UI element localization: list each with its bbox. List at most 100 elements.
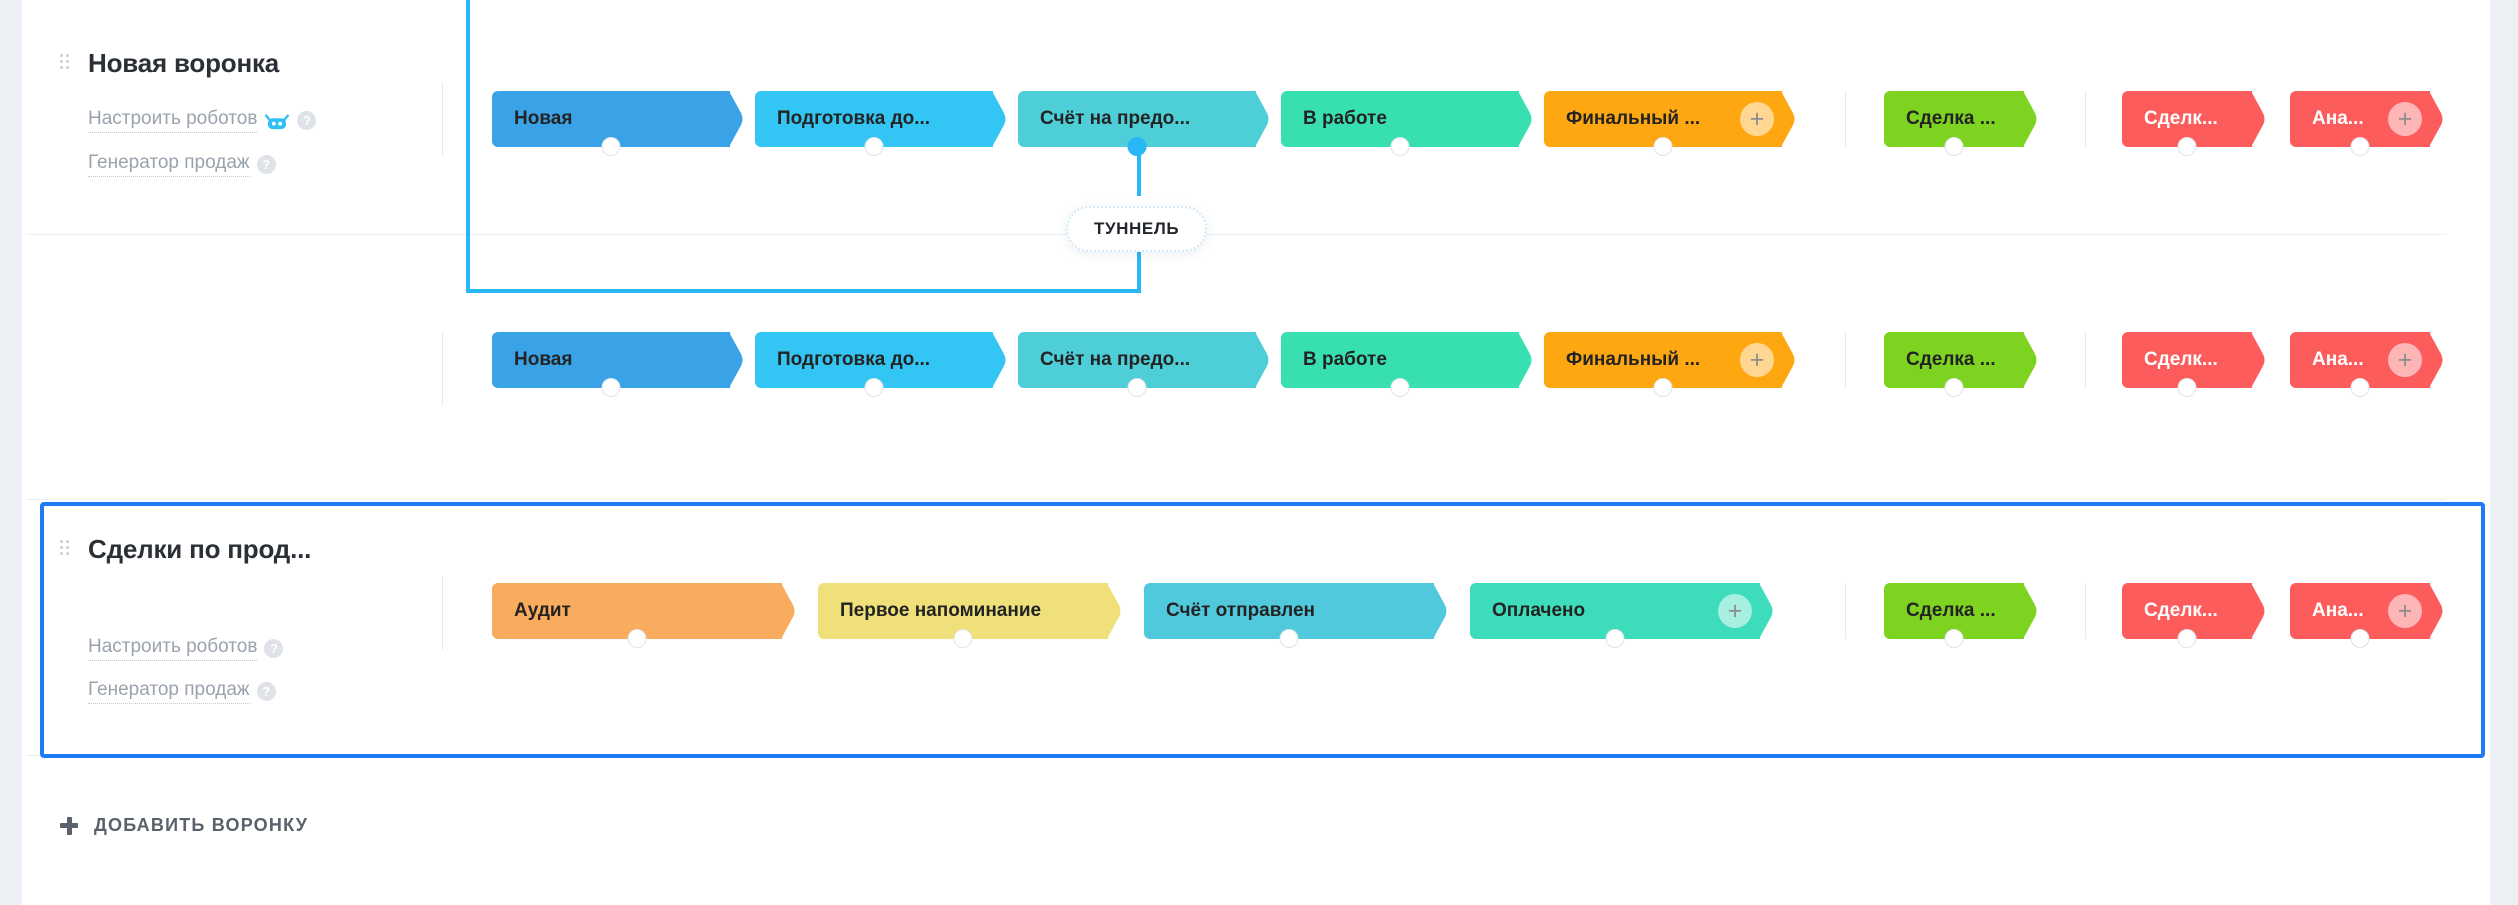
pipeline-stage-chip[interactable]: В работе — [1281, 91, 1532, 156]
chip-arrow-icon — [2023, 332, 2041, 388]
stage-label: В работе — [1303, 108, 1387, 129]
stage-connector-nub[interactable] — [1605, 629, 1625, 648]
drag-handle-icon[interactable] — [60, 540, 72, 556]
stage-connector-nub[interactable] — [1390, 137, 1410, 156]
chip-arrow-icon — [2429, 91, 2447, 147]
stage-connector-nub[interactable] — [627, 629, 647, 648]
pipeline-stage-chip[interactable]: Подготовка до... — [755, 332, 1006, 397]
help-icon[interactable]: ? — [264, 639, 284, 658]
stage-connector-nub[interactable] — [864, 137, 884, 156]
stage-connector-nub[interactable] — [1653, 378, 1673, 397]
pipeline-stage-chip[interactable]: Сделк... — [2122, 91, 2265, 156]
pipeline-stage-chip[interactable]: Первое напоминание — [818, 583, 1121, 648]
stage-connector-nub[interactable] — [2177, 378, 2197, 397]
stage-label: Счёт отправлен — [1166, 600, 1316, 621]
help-icon[interactable]: ? — [297, 111, 317, 130]
stage-connector-nub[interactable] — [1390, 378, 1410, 397]
stage-connector-nub[interactable] — [601, 378, 621, 397]
configure-robots-label: Настроить роботов — [88, 108, 258, 133]
pipeline-row[interactable]: Сделки по прод...Настроить роботов?Генер… — [0, 236, 2468, 704]
pipeline-stage-chip[interactable]: Новая — [492, 91, 743, 156]
sales-generator-link[interactable]: Генератор продаж? — [88, 679, 276, 704]
configure-robots-link[interactable]: Настроить роботов? — [88, 636, 284, 661]
chip-arrow-icon — [1107, 583, 1125, 639]
stage-connector-nub[interactable] — [2177, 137, 2197, 156]
stage-connector-nub[interactable] — [1944, 137, 1964, 156]
add-stage-icon[interactable]: + — [1740, 343, 1774, 377]
stage-connector-nub[interactable] — [1279, 629, 1299, 648]
track-divider — [442, 82, 443, 156]
stage-label: Счёт на предо... — [1040, 108, 1191, 129]
stage-connector-nub[interactable] — [1944, 378, 1964, 397]
add-stage-icon[interactable]: + — [2388, 102, 2422, 136]
pipeline-stage-chip[interactable]: Счёт на предо... — [1018, 332, 1269, 397]
stage-connector-nub[interactable] — [2350, 137, 2370, 156]
chip-arrow-icon — [992, 91, 1010, 147]
drag-handle-icon[interactable] — [60, 54, 72, 70]
stage-label: Новая — [514, 349, 573, 370]
pipeline-stage-chip[interactable]: Оплачено + — [1470, 583, 1773, 648]
chip-arrow-icon — [2429, 583, 2447, 639]
add-pipeline-button[interactable]: ДОБАВИТЬ ВОРОНКУ — [60, 815, 308, 836]
pipeline-stage-chip[interactable]: В работе — [1281, 332, 1532, 397]
chip-arrow-icon — [1781, 332, 1799, 388]
pipeline-stage-chip[interactable]: Сделка ... — [1884, 332, 2037, 397]
add-stage-icon[interactable]: + — [2388, 343, 2422, 377]
stage-connector-nub[interactable] — [1944, 629, 1964, 648]
pipeline-stage-chip[interactable]: Аудит — [492, 583, 795, 648]
sales-generator-label: Генератор продаж — [88, 679, 250, 704]
stage-label: Аудит — [514, 600, 571, 621]
stage-label: Ана... — [2312, 108, 2364, 129]
add-stage-icon[interactable]: + — [1718, 594, 1752, 628]
chip-arrow-icon — [2251, 91, 2269, 147]
help-icon[interactable]: ? — [256, 155, 276, 174]
pipeline-title[interactable]: Новая воронка — [88, 48, 280, 78]
add-stage-icon[interactable]: + — [2388, 594, 2422, 628]
chip-arrow-icon — [1518, 332, 1536, 388]
pipeline-stage-chip[interactable]: Ана...+ — [2290, 332, 2443, 397]
stage-connector-nub[interactable] — [601, 137, 621, 156]
stage-label: Счёт на предо... — [1040, 349, 1191, 370]
stage-group-divider — [1845, 332, 1846, 388]
stage-connector-nub[interactable] — [1127, 137, 1147, 156]
sales-generator-label: Генератор продаж — [88, 152, 250, 177]
stage-label: Оплачено — [1492, 600, 1586, 621]
tunnel-badge[interactable]: ТУННЕЛЬ — [1066, 206, 1208, 252]
stage-connector-nub[interactable] — [1127, 378, 1147, 397]
pipeline-stage-chip[interactable]: Сделка ... — [1884, 91, 2037, 156]
chip-arrow-icon — [1255, 91, 1273, 147]
pipeline-title[interactable]: Сделки по прод... — [88, 534, 312, 564]
pipeline-stage-chip[interactable]: Счёт отправлен — [1144, 583, 1447, 648]
stage-connector-nub[interactable] — [2177, 629, 2197, 648]
pipeline-stage-chip[interactable]: Новая — [492, 332, 743, 397]
pipeline-stage-chip[interactable]: Финальный ...+ — [1544, 91, 1795, 156]
pipeline-stage-chip[interactable]: Сделка ... — [1884, 583, 2037, 648]
stage-connector-nub[interactable] — [2350, 629, 2370, 648]
pipeline-stage-chip[interactable]: Финальный ...+ — [1544, 332, 1795, 397]
stage-label: В работе — [1303, 349, 1387, 370]
configure-robots-link[interactable]: Настроить роботов? — [88, 108, 317, 133]
pipeline-stage-chip[interactable]: Ана... + — [2290, 91, 2443, 156]
chip-arrow-icon — [992, 332, 1010, 388]
pipeline-stage-chip[interactable]: Подготовка до... — [755, 91, 1006, 156]
stage-connector-nub[interactable] — [864, 378, 884, 397]
sales-generator-link[interactable]: Генератор продаж? — [88, 152, 276, 177]
pipeline-stage-chip[interactable]: Ана...+ — [2290, 583, 2443, 648]
stage-group-divider — [2085, 91, 2086, 147]
configure-robots-label: Настроить роботов — [88, 636, 258, 661]
stage-label: Сделка ... — [1906, 600, 1996, 621]
pipeline-stage-chip[interactable]: Сделк... — [2122, 332, 2265, 397]
pipeline-row[interactable]: Продление лиц...Настроить роботов?Генера… — [0, 502, 2468, 758]
pipeline-stage-chip[interactable]: Сделк... — [2122, 583, 2265, 648]
stage-connector-nub[interactable] — [2350, 378, 2370, 397]
chip-arrow-icon — [781, 583, 799, 639]
add-stage-icon[interactable]: + — [1740, 102, 1774, 136]
stage-connector-nub[interactable] — [1653, 137, 1673, 156]
stage-connector-nub[interactable] — [953, 629, 973, 648]
help-icon[interactable]: ? — [256, 682, 276, 701]
chip-arrow-icon — [2023, 91, 2041, 147]
chip-arrow-icon — [729, 91, 747, 147]
pipeline-stage-chip[interactable]: Счёт на предо... — [1018, 91, 1269, 156]
stage-label: Сделк... — [2144, 108, 2218, 129]
